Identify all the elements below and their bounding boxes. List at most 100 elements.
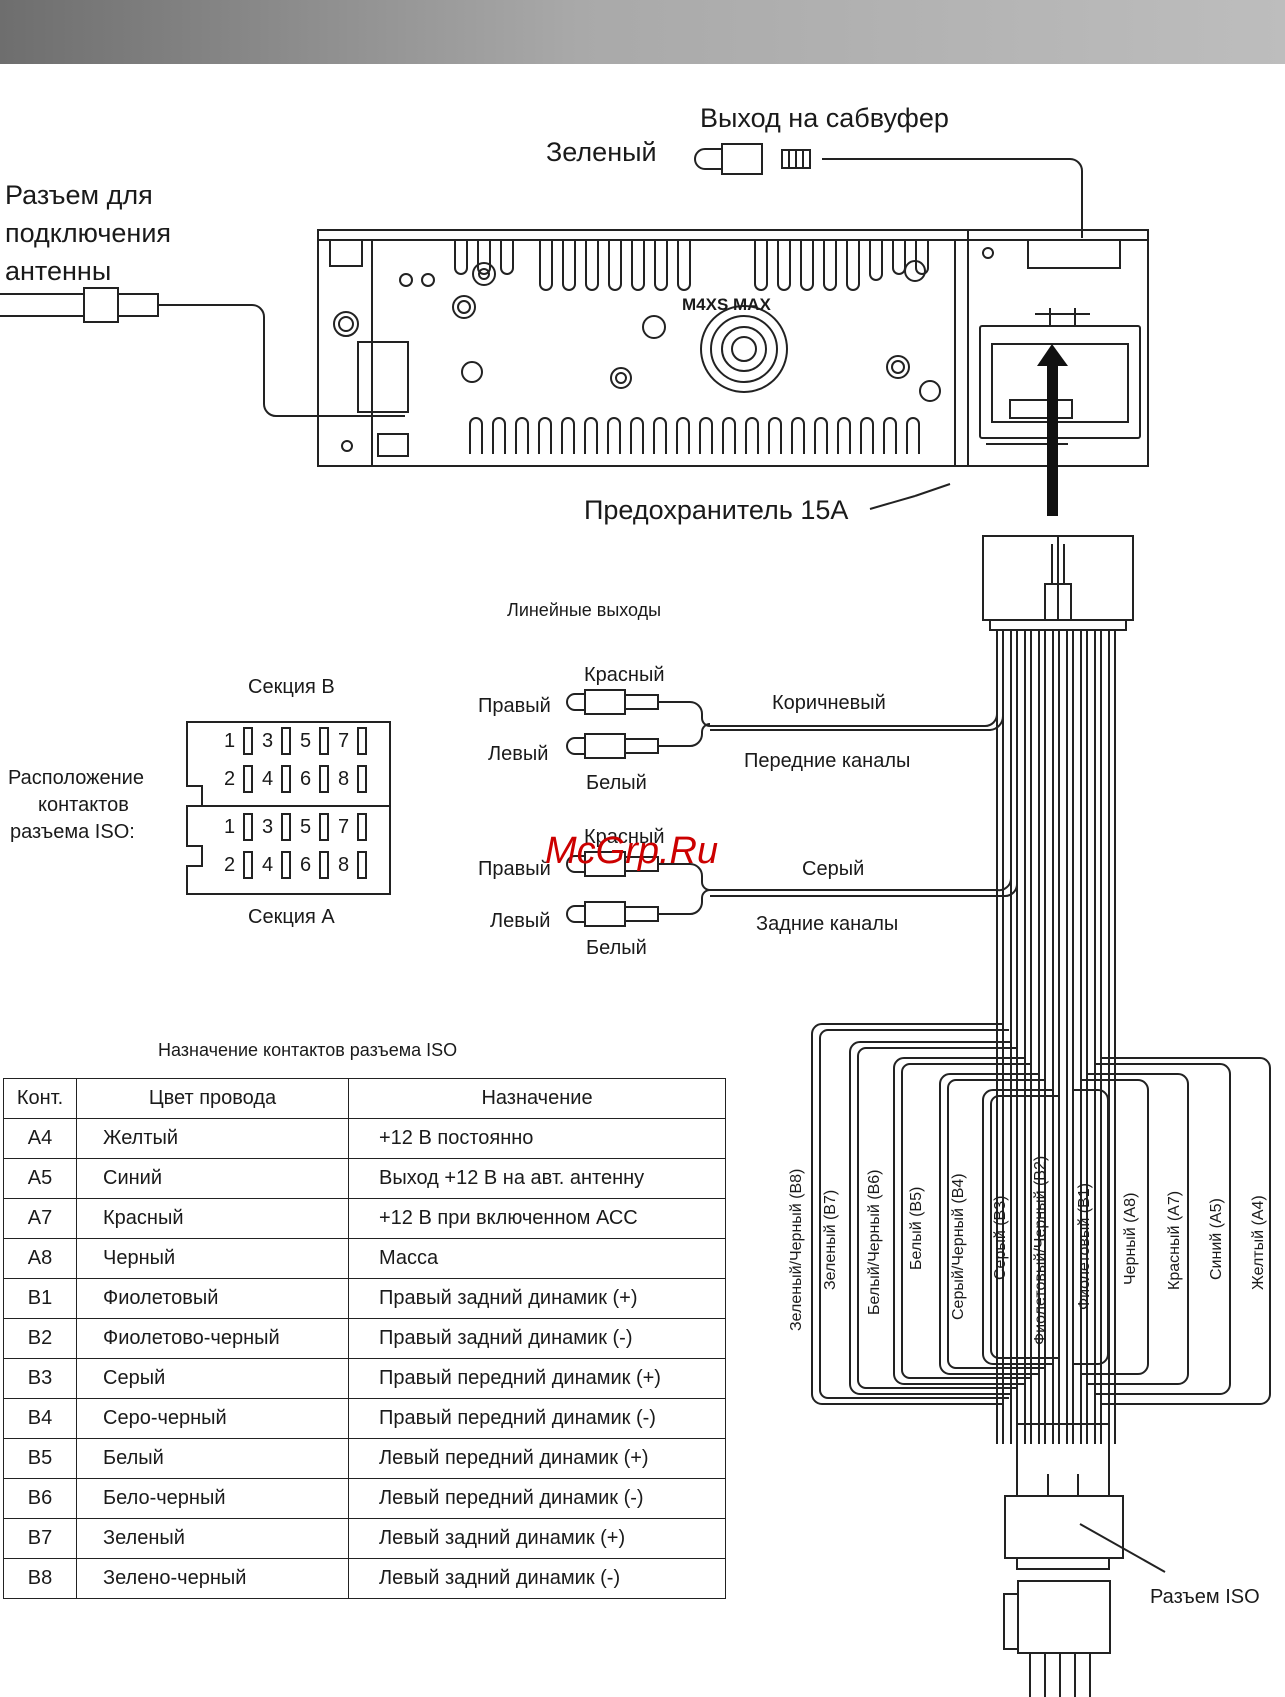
color-cell: Белый — [76, 1438, 349, 1479]
rear-rca-cables — [566, 851, 1018, 927]
pin-cell: A4 — [3, 1118, 77, 1159]
antenna-label-line2: подключения — [5, 218, 172, 248]
header-bar — [0, 0, 1285, 64]
header-purpose: Назначение — [348, 1078, 726, 1119]
purpose-cell: Левый задний динамик (+) — [348, 1518, 726, 1559]
wire-label-b6: Белый/Черный (В6) — [866, 1169, 883, 1316]
pin-b-4: 4 — [262, 768, 274, 790]
color-cell: Серо-черный — [76, 1398, 349, 1439]
purpose-cell: Правый задний динамик (+) — [348, 1278, 726, 1319]
fuse-label: Предохранитель 15А — [584, 495, 849, 525]
front-rca-cables — [566, 654, 1005, 759]
wire-label-b5: Белый (В5) — [908, 1186, 925, 1270]
header-pin: Конт. — [3, 1078, 77, 1119]
pin-cell: B7 — [3, 1518, 77, 1559]
color-cell: Синий — [76, 1158, 349, 1199]
rear-wire-label: Серый — [802, 858, 865, 880]
wire-loops — [811, 1023, 1271, 1405]
wire-label-b7: Зеленый (В7) — [822, 1189, 839, 1290]
wire-label-a8: Черный (А8) — [1122, 1192, 1139, 1285]
head-unit-body — [317, 229, 1149, 467]
pin-cell: B8 — [3, 1558, 77, 1599]
front-wire-label: Коричневый — [772, 692, 886, 714]
color-cell: Зеленый — [76, 1518, 349, 1559]
wire-label-a5: Синий (А5) — [1208, 1198, 1225, 1280]
color-cell: Зелено-черный — [76, 1558, 349, 1599]
pin-b-8: 8 — [338, 768, 350, 790]
wire-label-b8: Зеленый/Черный (В8) — [788, 1168, 805, 1331]
subwoofer-cable — [822, 158, 1083, 238]
pin-a-1: 1 — [224, 816, 236, 838]
table-title: Назначение контактов разъема ISO — [158, 1040, 458, 1060]
rear-channels-label: Задние каналы — [756, 913, 899, 935]
wire-label-a4: Желтый (А4) — [1250, 1195, 1267, 1290]
wire-bundle — [996, 630, 1116, 1444]
table-header-row: Конт. Цвет провода Назначение — [3, 1078, 726, 1119]
wire-label-b2: Фиолетовый/Черный (В2) — [1032, 1155, 1049, 1345]
color-cell: Серый — [76, 1358, 349, 1399]
pin-cell: B3 — [3, 1358, 77, 1399]
iso-connector-label: Разъем ISO — [1150, 1586, 1260, 1608]
connect-arrow — [1037, 344, 1068, 516]
purpose-cell: +12 В постоянно — [348, 1118, 726, 1159]
model-label: M4XS MAX — [682, 295, 771, 314]
pin-a-6: 6 — [300, 854, 312, 876]
color-cell: Желтый — [76, 1118, 349, 1159]
iso-pinout-line1: Расположение — [8, 767, 144, 789]
section-b-label: Секция В — [248, 676, 335, 698]
iso-pin-block — [186, 721, 391, 895]
wire-label-a7: Красный (А7) — [1166, 1190, 1183, 1290]
color-cell: Бело-черный — [76, 1478, 349, 1519]
purpose-cell: Левый передний динамик (+) — [348, 1438, 726, 1479]
pin-a-2: 2 — [224, 854, 236, 876]
front-left-label: Левый — [488, 743, 549, 765]
front-white-label: Белый — [586, 772, 647, 794]
iso-pinout-line3: разъема ISO: — [10, 821, 135, 843]
rear-right-label: Правый — [478, 858, 551, 880]
line-outputs-label: Линейные выходы — [507, 600, 662, 620]
subwoofer-color-label: Зеленый — [546, 137, 657, 167]
purpose-cell: Левый задний динамик (-) — [348, 1558, 726, 1599]
pin-a-8: 8 — [338, 854, 350, 876]
color-cell: Красный — [76, 1198, 349, 1239]
pin-cell: A5 — [3, 1158, 77, 1199]
heatsink-fins-top — [454, 240, 929, 291]
front-red-label: Красный — [584, 664, 665, 686]
rear-left-label: Левый — [490, 910, 551, 932]
pin-b-2: 2 — [224, 768, 236, 790]
pin-cell: B6 — [3, 1478, 77, 1519]
pin-b-3: 3 — [262, 730, 274, 752]
color-cell: Фиолетово-черный — [76, 1318, 349, 1359]
purpose-cell: +12 В при включенном АСС — [348, 1198, 726, 1239]
heatsink-fins-bottom — [469, 417, 920, 454]
pin-cell: B4 — [3, 1398, 77, 1439]
subwoofer-output-label: Выход на сабвуфер — [700, 103, 949, 133]
center-dial — [700, 305, 788, 393]
pin-a-5: 5 — [300, 816, 312, 838]
pin-b-1: 1 — [224, 730, 236, 752]
pin-a-3: 3 — [262, 816, 274, 838]
wiring-diagram — [0, 143, 1271, 1697]
pin-cell: B1 — [3, 1278, 77, 1319]
color-cell: Фиолетовый — [76, 1278, 349, 1319]
pin-b-7: 7 — [338, 730, 350, 752]
pin-a-7: 7 — [338, 816, 350, 838]
front-right-label: Правый — [478, 695, 551, 717]
purpose-cell: Правый передний динамик (+) — [348, 1358, 726, 1399]
wire-label-b3: Серый (В3) — [992, 1195, 1009, 1280]
rear-white-label: Белый — [586, 937, 647, 959]
pin-cell: A7 — [3, 1198, 77, 1239]
purpose-cell: Масса — [348, 1238, 726, 1279]
pin-a-4: 4 — [262, 854, 274, 876]
section-a-label: Секция А — [248, 906, 335, 928]
iso-pinout-line2: контактов — [38, 794, 129, 816]
